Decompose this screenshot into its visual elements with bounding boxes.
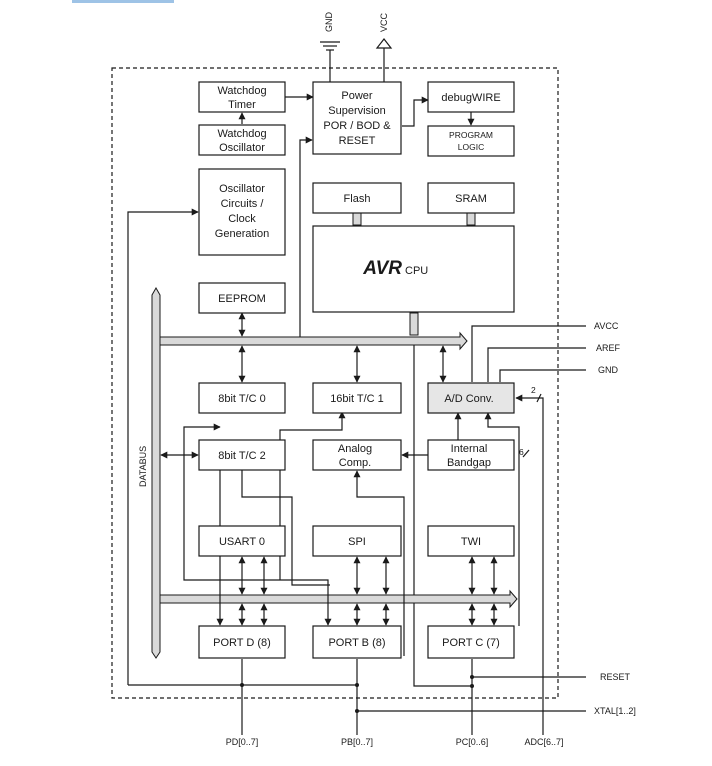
- svg-text:A/D Conv.: A/D Conv.: [444, 393, 493, 405]
- svg-text:PROGRAM: PROGRAM: [449, 130, 493, 140]
- avcc-pin-label: AVCC: [594, 321, 619, 331]
- xtal-pin-label: XTAL[1..2]: [594, 706, 636, 716]
- gnd-right-pin-label: GND: [598, 365, 619, 375]
- reset-pin-label: RESET: [600, 672, 631, 682]
- internal-bandgap-block: Internal Bandgap: [427, 439, 515, 471]
- svg-text:Comp.: Comp.: [339, 457, 371, 469]
- timer-counter-0-block: 8bit T/C 0: [198, 382, 286, 414]
- timer-counter-1-block: 16bit T/C 1: [312, 382, 402, 414]
- port-c-block: PORT C (7): [427, 625, 515, 659]
- svg-text:Internal: Internal: [451, 443, 488, 455]
- svg-text:Oscillator: Oscillator: [219, 183, 265, 195]
- flash-block: Flash: [312, 182, 402, 214]
- vcc-top-symbol: [375, 38, 393, 82]
- cpu-label: CPU: [405, 265, 428, 277]
- svg-text:TWI: TWI: [461, 536, 481, 548]
- svg-text:Bandgap: Bandgap: [447, 457, 491, 469]
- svg-text:LOGIC: LOGIC: [458, 142, 484, 152]
- gnd-top-pin-label: GND: [324, 12, 334, 33]
- svg-text:Power: Power: [341, 90, 373, 102]
- eeprom-block: EEPROM: [198, 282, 286, 314]
- vcc-top-pin-label: VCC: [379, 12, 389, 32]
- port-d-block: PORT D (8): [198, 625, 286, 659]
- flash-cpu-link: [352, 212, 362, 226]
- svg-text:Circuits /: Circuits /: [221, 198, 265, 210]
- databus-vertical: [151, 286, 161, 659]
- debugwire-block: debugWIRE: [427, 81, 515, 113]
- port-b-block: PORT B (8): [312, 625, 402, 659]
- pc-pin-label: PC[0..6]: [456, 737, 489, 747]
- sram-block: SRAM: [427, 182, 515, 214]
- svg-text:Clock: Clock: [228, 213, 256, 225]
- power-supervision-block: Power Supervision POR / BOD & RESET: [312, 81, 402, 155]
- timer-counter-2-block: 8bit T/C 2: [198, 439, 286, 471]
- svg-text:SPI: SPI: [348, 536, 366, 548]
- avr-logo: AVR: [362, 258, 402, 279]
- svg-text:16bit T/C 1: 16bit T/C 1: [330, 393, 384, 405]
- svg-text:debugWIRE: debugWIRE: [441, 92, 500, 104]
- adc-mux-width: 2: [531, 385, 536, 395]
- cpu-bus-link: [409, 312, 419, 336]
- databus-label: DATABUS: [138, 446, 148, 487]
- databus-upper: [159, 331, 468, 351]
- svg-text:Watchdog: Watchdog: [217, 128, 266, 140]
- watchdog-timer-block: Watchdog Timer: [198, 81, 286, 113]
- svg-text:USART 0: USART 0: [219, 536, 265, 548]
- svg-text:Analog: Analog: [338, 443, 372, 455]
- svg-text:RESET: RESET: [339, 135, 376, 147]
- svg-text:Timer: Timer: [228, 99, 256, 111]
- watchdog-oscillator-block: Watchdog Oscillator: [198, 124, 286, 156]
- svg-text:SRAM: SRAM: [455, 193, 487, 205]
- svg-text:POR / BOD &: POR / BOD &: [323, 120, 391, 132]
- svg-text:PORT B (8): PORT B (8): [328, 637, 385, 649]
- spi-block: SPI: [312, 525, 402, 557]
- databus-lower: [159, 589, 518, 609]
- gnd-top-symbol: [320, 41, 340, 82]
- header-tab: [72, 0, 174, 3]
- twi-block: TWI: [427, 525, 515, 557]
- adc-pin-label: ADC[6..7]: [524, 737, 563, 747]
- pb-pin-label: PB[0..7]: [341, 737, 373, 747]
- cpu-block: AVR CPU: [312, 225, 515, 313]
- svg-text:Supervision: Supervision: [328, 105, 385, 117]
- program-logic-block: PROGRAM LOGIC: [427, 125, 515, 157]
- pd-pin-label: PD[0..7]: [226, 737, 259, 747]
- analog-comparator-block: Analog Comp.: [312, 439, 402, 471]
- portc-bus-width: 6: [519, 447, 524, 457]
- svg-text:Watchdog: Watchdog: [217, 85, 266, 97]
- svg-text:8bit T/C 2: 8bit T/C 2: [218, 450, 266, 462]
- svg-text:Generation: Generation: [215, 228, 269, 240]
- svg-text:EEPROM: EEPROM: [218, 293, 266, 305]
- aref-pin-label: AREF: [596, 343, 621, 353]
- usart-block: USART 0: [198, 525, 286, 557]
- adc-block: A/D Conv.: [427, 382, 515, 414]
- svg-text:Oscillator: Oscillator: [219, 142, 265, 154]
- sram-cpu-link: [466, 212, 476, 226]
- chip-boundary: [111, 67, 559, 699]
- svg-text:8bit T/C 0: 8bit T/C 0: [218, 393, 266, 405]
- svg-text:Flash: Flash: [344, 193, 371, 205]
- svg-text:PORT C (7): PORT C (7): [442, 637, 500, 649]
- svg-text:PORT D (8): PORT D (8): [213, 637, 271, 649]
- oscillator-circuits-block: Oscillator Circuits / Clock Generation: [198, 168, 286, 256]
